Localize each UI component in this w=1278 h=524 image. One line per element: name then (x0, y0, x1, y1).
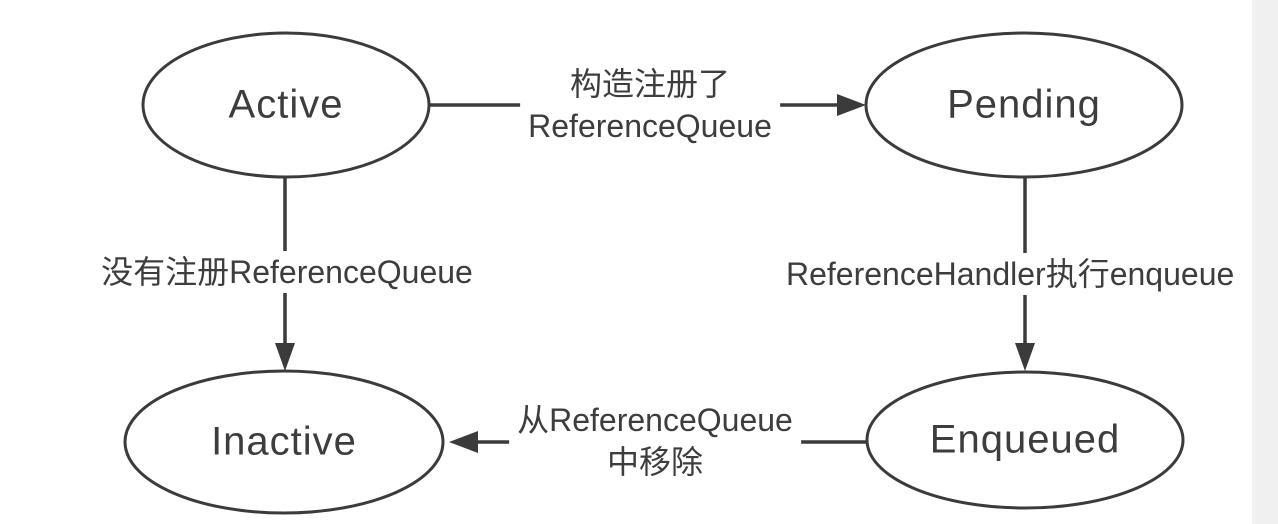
state-label-inactive: Inactive (211, 419, 357, 464)
arrowhead-right-icon (837, 94, 866, 116)
edge-label-line: 从ReferenceQueue (517, 402, 793, 438)
state-ellipse-active (141, 31, 431, 179)
edge-label-line: ReferenceHandler执行enqueue (786, 256, 1235, 292)
edge-label-line: 构造注册了 (569, 66, 730, 102)
state-ellipse-inactive (123, 369, 445, 515)
arrowhead-down-icon (1015, 343, 1035, 371)
state-ellipse-pending (864, 31, 1184, 179)
edge-label-active-pending: 构造注册了 ReferenceQueue (520, 63, 780, 147)
state-label-pending: Pending (947, 82, 1101, 127)
state-label-enqueued: Enqueued (929, 417, 1121, 462)
edge-label-line: ReferenceQueue (528, 108, 772, 144)
edge-label-line: 没有注册ReferenceQueue (101, 254, 473, 290)
edge-label-line: 中移除 (606, 444, 704, 480)
arrowhead-down-icon (275, 343, 295, 371)
edge-label-enqueued-inactive: 从ReferenceQueue 中移除 (509, 399, 801, 483)
state-ellipse-enqueued (865, 370, 1185, 510)
edge-label-active-inactive: 没有注册ReferenceQueue (93, 251, 481, 293)
state-label-active: Active (228, 82, 344, 127)
edge-label-pending-enqueued: ReferenceHandler执行enqueue (778, 253, 1243, 295)
arrowhead-left-icon (449, 431, 478, 453)
right-gray-band (1252, 0, 1278, 524)
